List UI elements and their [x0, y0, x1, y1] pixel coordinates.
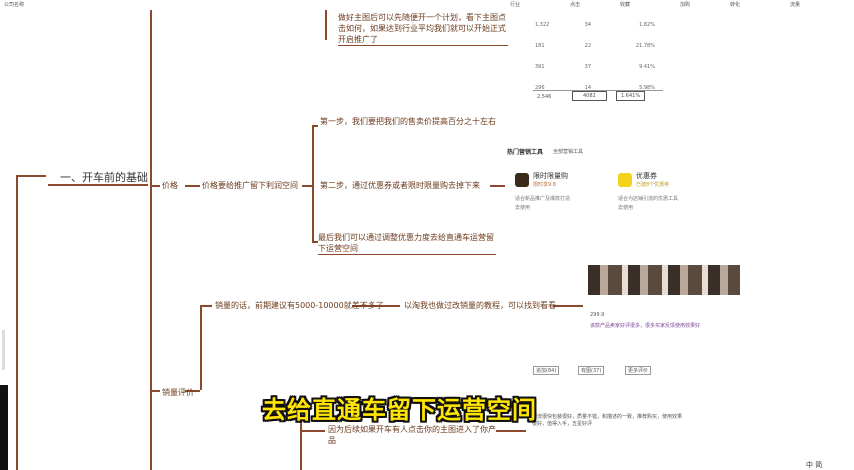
tool-tag: 限时享9.8	[533, 182, 556, 188]
header-label: 行业	[510, 2, 521, 8]
review-tabs: 追加(84) 有图(37) 更多评价	[533, 366, 683, 376]
tool-tag: 已建8个优惠券	[636, 182, 670, 188]
table-cell: 1.82%	[639, 21, 655, 28]
table-cell: 391	[535, 63, 545, 70]
table-total-box: 4082	[572, 91, 607, 101]
connector-line	[312, 125, 314, 243]
header-label: 转化	[730, 2, 741, 8]
connector-line	[302, 185, 314, 187]
sales-ref-node[interactable]: 以淘我也做过改销量的教程，可以找到看看	[404, 301, 556, 310]
connector-line	[185, 390, 200, 392]
data-table: 1,322 34 1.82% 181 22 21.78% 391 37 9.41…	[535, 14, 655, 98]
table-cell: 5.98%	[639, 84, 655, 91]
header-label: 点击	[570, 2, 581, 8]
tool-desc: 适合新品推广及爆款打造	[515, 196, 571, 202]
table-row: 391 37 9.41%	[535, 56, 655, 77]
connector-line	[200, 305, 212, 307]
table-cell: 34	[584, 21, 592, 28]
header-label: 公司名称	[4, 2, 25, 8]
table-cell: 14	[584, 84, 592, 91]
left-edge-dots	[2, 330, 5, 370]
main-topic-label: 一、开车前的基础	[60, 171, 148, 184]
tool-name: 优惠券	[636, 172, 657, 180]
table-cell: 9.41%	[639, 63, 655, 70]
sales-node[interactable]: 销量评价	[162, 388, 194, 397]
video-subtitle: 去给直通车留下运营空间	[262, 396, 537, 424]
table-cell: 181	[535, 42, 545, 49]
connector-line	[150, 10, 152, 470]
sales-desc-node[interactable]: 销量的话，前期建议有5000-10000就差不多了	[215, 301, 384, 310]
connector-line	[352, 305, 400, 307]
header-label: 加购	[680, 2, 691, 8]
clock-icon	[515, 173, 529, 187]
tool-name: 限时限量购	[533, 172, 568, 180]
connector-line	[16, 175, 46, 177]
connector-line	[496, 430, 526, 432]
connector-line	[300, 430, 325, 432]
product-image-strip	[588, 265, 740, 295]
price-node[interactable]: 价格	[162, 181, 178, 190]
price-desc-node[interactable]: 价格要给推广留下利润空间	[202, 181, 298, 190]
table-cell: 1,322	[535, 21, 550, 28]
marketing-title: 热门营销工具	[507, 149, 544, 156]
marketing-panel: 热门营销工具 全部营销工具 限时限量购 限时享9.8 适合新品推广及爆款打造 去…	[505, 143, 678, 223]
step1-node[interactable]: 第一步，我们要把我们的售卖价提高百分之十左右	[320, 117, 496, 126]
table-row: 1,322 34 1.82%	[535, 14, 655, 35]
table-header: 公司名称 行业 点击 收藏 加购 转化 流量	[0, 0, 854, 10]
table-cell: 37	[584, 63, 592, 70]
connector-line	[312, 241, 318, 243]
bottom-note-node[interactable]: 因为后续如果开车有人点击你的主图进入了你产品	[328, 425, 496, 445]
connector-line	[185, 185, 200, 187]
connector-line	[553, 305, 583, 307]
connector-line	[16, 175, 18, 470]
coupon-icon	[618, 173, 632, 187]
table-total: 2,546	[537, 94, 552, 100]
header-label: 流量	[790, 2, 801, 8]
tool-action[interactable]: 去使用	[515, 205, 531, 211]
table-divider	[533, 90, 663, 91]
header-label: 收藏	[620, 2, 631, 8]
review-tab-more[interactable]: 更多评价	[625, 366, 652, 375]
review-price: 299.9	[590, 312, 605, 318]
tool-desc: 适合为店铺引流的优惠工具	[618, 196, 679, 202]
step3-node[interactable]: 最后我们可以通过调整优惠力度去给直通车运营留下运营空间	[318, 233, 496, 255]
connector-line	[200, 305, 202, 390]
table-cell: 22	[584, 42, 592, 49]
ime-status[interactable]: 中 简	[806, 461, 823, 469]
connector-line	[490, 185, 505, 187]
table-cell: 296	[535, 84, 545, 91]
connector-line	[150, 185, 160, 187]
review-tab-pics[interactable]: 有图(37)	[578, 366, 605, 375]
table-total-box: 1.641%	[616, 91, 646, 101]
connector-line	[325, 10, 327, 40]
left-edge-bar	[0, 385, 8, 470]
connector-line	[300, 420, 302, 470]
review-desc: 该款产品卖家好评很多，很多买家反馈使用效果好	[590, 323, 701, 329]
connector-line	[312, 125, 318, 127]
step2-node[interactable]: 第二步，通过优惠券或者限时限量购去掉下来	[320, 181, 480, 190]
table-row: 296 14 5.98%	[535, 77, 655, 98]
connector-line	[150, 390, 160, 392]
plan-node[interactable]: 做好主图后可以先随便开一个计划，看下主图点击如何，如果达到行业平均我们就可以开始…	[338, 13, 508, 46]
review-tab-added[interactable]: 追加(84)	[533, 366, 560, 375]
table-cell: 21.78%	[635, 42, 655, 49]
table-row: 181 22 21.78%	[535, 35, 655, 56]
main-topic-node[interactable]: 一、开车前的基础	[48, 166, 148, 186]
tool-action[interactable]: 去使用	[618, 205, 634, 211]
marketing-subtitle: 全部营销工具	[553, 149, 584, 155]
review-body: 物流很快包装很好，质量不错，和描述的一致，推荐购买，使用效果很好，值得入手，五星…	[532, 414, 683, 427]
